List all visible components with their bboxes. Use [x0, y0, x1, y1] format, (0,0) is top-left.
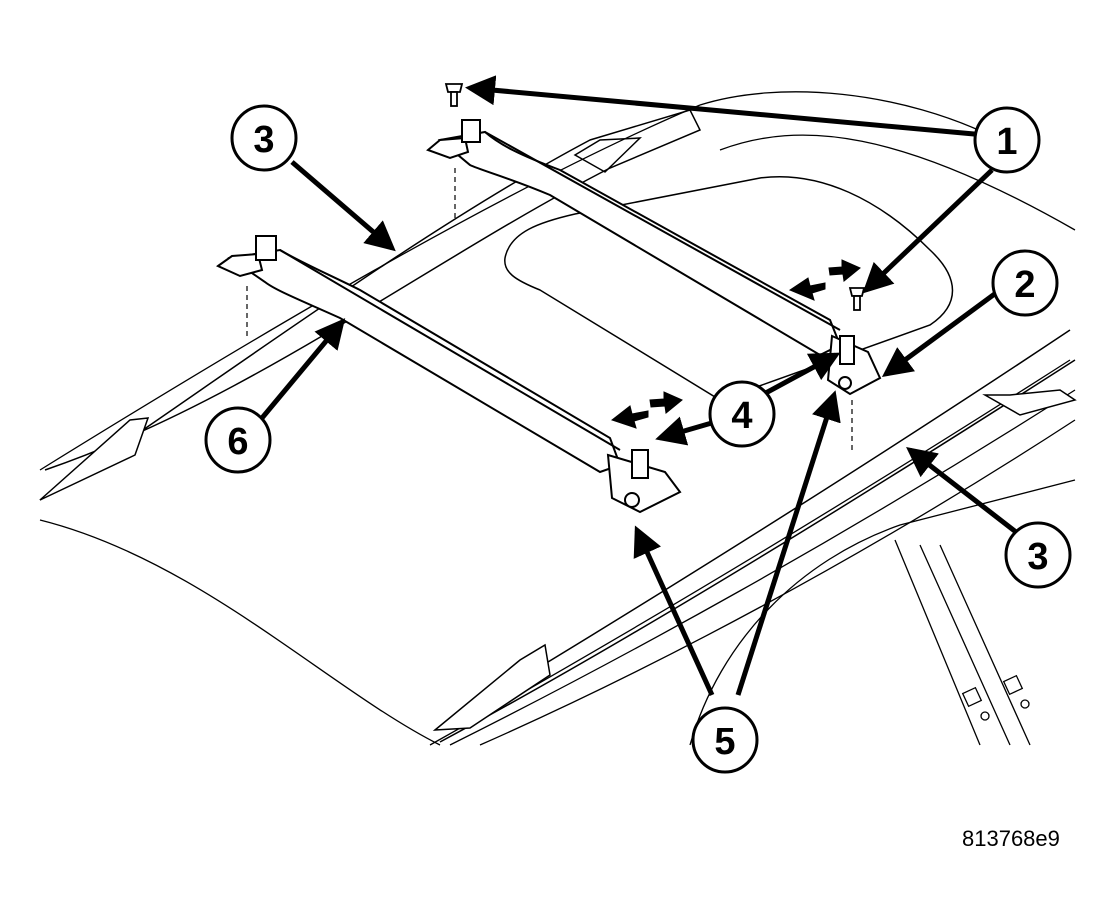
callout-4: 4 — [708, 380, 776, 448]
callout-3-right-label: 3 — [1027, 536, 1048, 578]
door-frame — [689, 479, 1076, 746]
figure-id: 813768e9 — [962, 826, 1060, 851]
callout-2: 2 — [991, 249, 1059, 317]
crossbar-front — [216, 235, 682, 514]
sunroof — [504, 176, 954, 401]
side-rail-right — [432, 329, 1077, 743]
callout-5-label: 5 — [714, 721, 735, 763]
leader-lines — [260, 75, 1018, 697]
rotation-arrow-rear — [788, 259, 861, 301]
callout-6: 6 — [204, 406, 272, 474]
callout-6-label: 6 — [227, 421, 248, 463]
callout-3-left-label: 3 — [253, 119, 274, 161]
callout-5: 5 — [691, 706, 759, 774]
callout-1: 1 — [973, 106, 1041, 174]
callout-3-left: 3 — [230, 104, 298, 172]
fastener-bolts — [444, 83, 866, 311]
callout-2-label: 2 — [1014, 264, 1035, 306]
rotation-arrow-front — [610, 391, 683, 429]
crossbar-rear — [426, 119, 882, 396]
callout-3-right: 3 — [1004, 521, 1072, 589]
callout-4-label: 4 — [731, 395, 752, 437]
side-rail-left — [39, 109, 702, 501]
alignment-lines — [246, 168, 853, 452]
callout-1-label: 1 — [996, 121, 1017, 163]
